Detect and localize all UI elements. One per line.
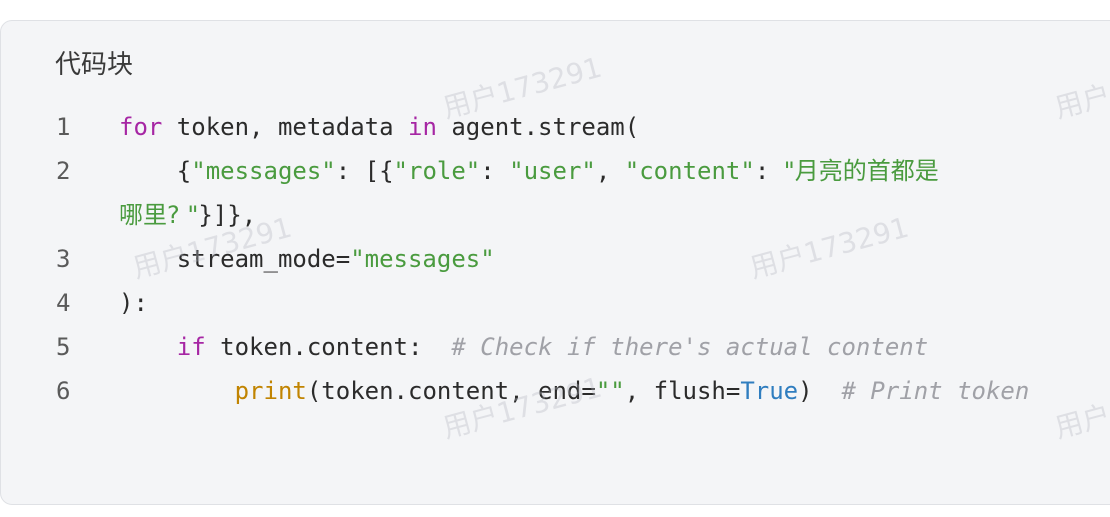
code-token: ) [798,377,842,405]
string-token: "role" [393,157,481,185]
comment-token: # Check if there's actual content [451,333,929,361]
keyword-token: for [119,113,163,141]
code-token [119,333,177,361]
function-token: print [234,377,307,405]
code-token: agent.stream( [436,113,640,141]
code-text: if token.content: # Check if there's act… [119,325,1110,369]
code-token: (token.content, end= [306,377,596,405]
code-body[interactable]: 1 for token, metadata in agent.stream( 2… [1,105,1110,413]
keyword-token: if [176,333,206,361]
code-line: 6 print(token.content, end="", flush=Tru… [1,369,1110,413]
code-token: stream_mode= [119,245,351,273]
keyword-token: in [408,113,437,141]
code-block: 代码块 1 for token, metadata in agent.strea… [0,20,1110,505]
line-number: 5 [56,333,71,361]
code-line: 1 for token, metadata in agent.stream( [1,105,1110,149]
code-line: 4 ): [1,281,1110,325]
string-token: 哪里? " [119,201,199,229]
code-token: : [754,157,784,185]
string-token: "" [595,377,625,405]
string-token: "content" [624,157,755,185]
string-token: "messages" [350,245,495,273]
code-token: : [480,157,510,185]
code-token: , [595,157,625,185]
code-token: ): [119,289,148,317]
code-token: , flush= [624,377,741,405]
code-token: { [119,157,192,185]
code-text: ): [119,281,1110,325]
string-token: "月亮的首都是 [783,157,939,185]
string-token: "messages" [191,157,336,185]
code-line: 3 stream_mode="messages" [1,237,1110,281]
code-token: token.content: [205,333,452,361]
line-number: 3 [56,245,71,273]
line-number: 1 [56,113,71,141]
line-number: 2 [56,157,71,185]
code-text: {"messages": [{"role": "user", "content"… [119,149,1110,237]
line-number: 6 [56,377,71,405]
code-token: token, metadata [162,113,408,141]
code-text: for token, metadata in agent.stream( [119,105,1110,149]
code-text: stream_mode="messages" [119,237,1110,281]
comment-token: # Print token [841,377,1030,405]
code-text: print(token.content, end="", flush=True)… [119,369,1110,413]
line-number: 4 [56,289,71,317]
code-block-title: 代码块 [55,50,134,80]
code-token [119,377,235,405]
string-token: "user" [509,157,596,185]
code-token: : [{ [335,157,394,185]
code-token: }]}, [198,201,257,229]
code-line: 2 {"messages": [{"role": "user", "conten… [1,149,1110,237]
code-line: 5 if token.content: # Check if there's a… [1,325,1110,369]
boolean-token: True [740,377,799,405]
